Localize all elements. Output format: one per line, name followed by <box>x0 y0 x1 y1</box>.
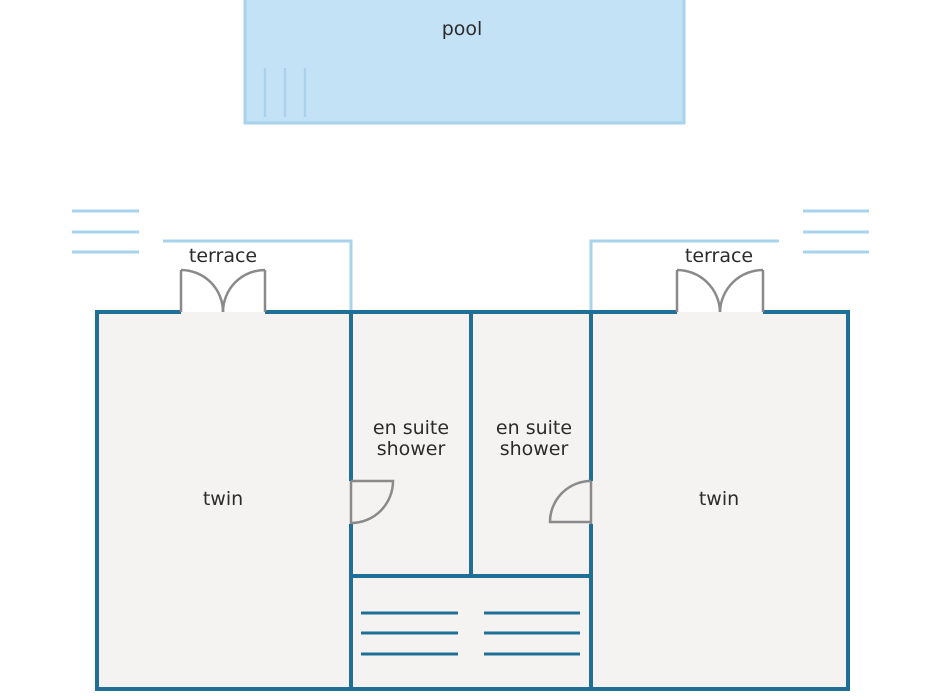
walls <box>95 310 850 691</box>
room-ensuite-right <box>471 312 591 576</box>
steps-left <box>72 209 139 254</box>
bathroom-door-left <box>349 479 395 525</box>
terrace-right-label: terrace <box>685 245 753 267</box>
terrace-door-left <box>179 268 267 313</box>
terrace-left-label: terrace <box>189 245 257 267</box>
ensuite-right-label-line1: en suite <box>496 417 572 439</box>
room-twin-left <box>97 312 351 689</box>
ensuite-left-label-line1: en suite <box>373 417 449 439</box>
room-twin-right <box>591 312 848 689</box>
twin-left-label: twin <box>203 488 243 510</box>
steps-right <box>803 209 869 254</box>
pool-label: pool <box>442 18 483 40</box>
twin-right-label: twin <box>699 488 739 510</box>
room-ensuite-left <box>351 312 471 576</box>
pool-basin <box>243 0 686 125</box>
terrace-door-right <box>675 268 765 313</box>
bathroom-door-right <box>548 479 593 524</box>
stairs <box>361 611 580 656</box>
terrace-right: terrace <box>589 239 779 312</box>
ensuite-left-label-line2: shower <box>377 438 446 460</box>
ensuite-right-label-line2: shower <box>500 438 569 460</box>
terrace-left: terrace <box>163 239 353 312</box>
pool-area: pool <box>243 0 686 125</box>
